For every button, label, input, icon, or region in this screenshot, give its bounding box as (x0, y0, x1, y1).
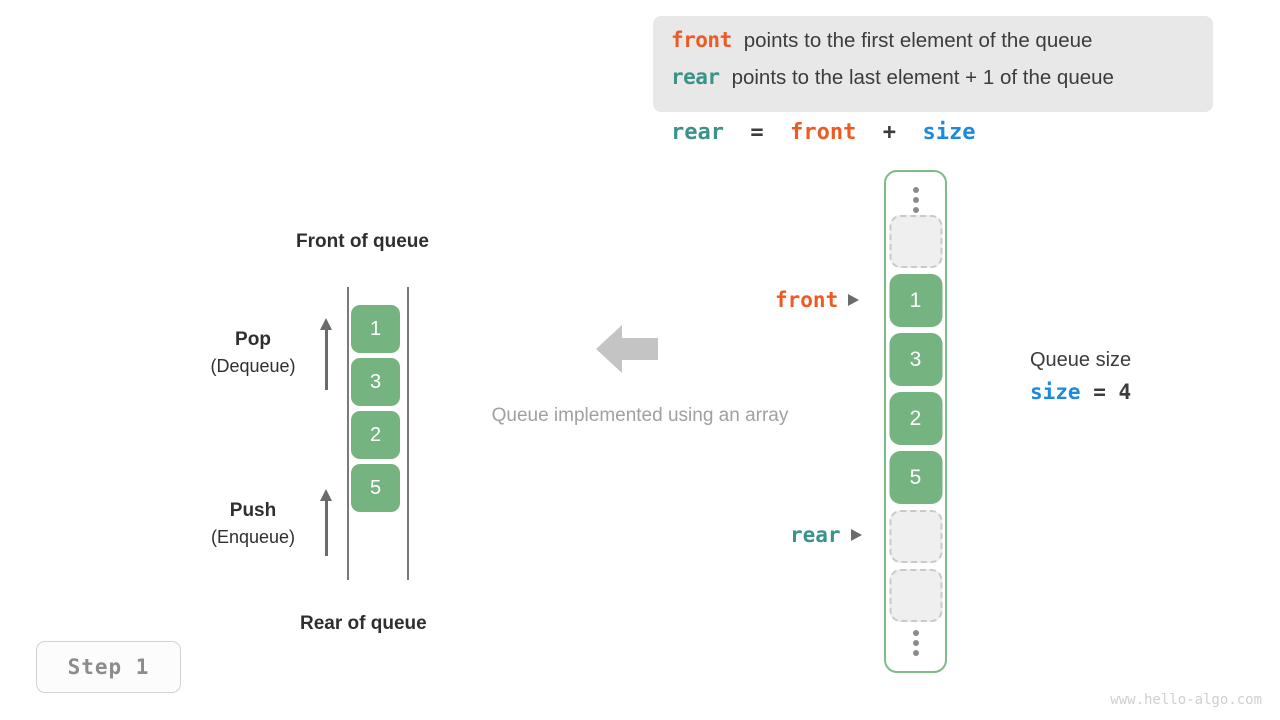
size-variable: size (1030, 380, 1081, 404)
array-container: 1 3 2 5 (884, 170, 947, 673)
dot (912, 640, 919, 646)
size-value: 4 (1118, 380, 1132, 404)
queue-channel-line-right (407, 287, 409, 580)
queue-cell-list: 1 3 2 5 (351, 305, 400, 517)
formula-plus: + (882, 120, 897, 145)
pop-label-sub: (Dequeue) (210, 356, 296, 376)
step-badge: Step 1 (36, 641, 181, 693)
ellipsis-bottom-icon (912, 630, 919, 656)
legend-keyword-front: front (671, 28, 732, 52)
watermark: www.hello-algo.com (1110, 692, 1262, 708)
queue-cell: 3 (351, 358, 400, 406)
rear-of-queue-label: Rear of queue (300, 613, 427, 634)
dot (912, 650, 919, 656)
legend-keyword-rear: rear (671, 65, 720, 89)
ellipsis-top-icon (912, 187, 919, 213)
array-slot-filled: 5 (889, 451, 942, 504)
pop-arrow-shaft (324, 328, 328, 390)
size-equals: = (1093, 380, 1106, 404)
front-pointer-arrow-icon (848, 294, 860, 306)
dot (912, 630, 919, 636)
legend-box: front points to the first element of the… (653, 16, 1213, 112)
array-slot-empty (889, 569, 942, 622)
dot (912, 197, 919, 203)
legend-text-rear: points to the last element + 1 of the qu… (731, 66, 1114, 89)
queue-cell: 1 (351, 305, 400, 353)
formula-equals: = (750, 120, 764, 145)
push-arrow-shaft (324, 499, 328, 556)
array-slot-empty (889, 510, 942, 563)
queue-channel-line-left (347, 287, 349, 580)
legend-line-front: front points to the first element of the… (671, 28, 1195, 65)
rear-pointer-label: rear (790, 523, 862, 547)
dot (912, 207, 919, 213)
legend-text-front: points to the first element of the queue (743, 29, 1093, 52)
formula-rhs-front: front (790, 120, 857, 145)
center-caption: Queue implemented using an array (491, 405, 789, 426)
pop-arrow-head (320, 318, 332, 330)
array-slot-filled: 1 (889, 274, 942, 327)
formula-rhs-size: size (922, 120, 976, 145)
front-pointer-label: front (775, 288, 860, 312)
push-arrow-head (320, 489, 332, 501)
dot (912, 187, 919, 193)
array-slot-empty (889, 215, 942, 268)
queue-size-expression: size = 4 (1030, 376, 1131, 408)
front-of-queue-label: Front of queue (296, 231, 429, 252)
push-label-name: Push (229, 500, 277, 521)
push-up-arrow-icon (318, 489, 334, 556)
queue-cell: 2 (351, 411, 400, 459)
array-slot-filled: 2 (889, 392, 942, 445)
queue-size-title: Queue size (1030, 349, 1132, 371)
formula-expression: rear = front + size (671, 120, 975, 145)
pop-operation-label: Pop (Dequeue) (173, 327, 333, 379)
formula-lhs: rear (671, 120, 724, 145)
push-label-sub: (Enqueue) (210, 527, 296, 547)
legend-line-rear: rear points to the last element + 1 of t… (671, 65, 1195, 102)
queue-cell: 5 (351, 464, 400, 512)
rear-pointer-text: rear (790, 523, 841, 547)
array-slot-filled: 3 (889, 333, 942, 386)
left-arrow-icon (596, 323, 658, 380)
pop-up-arrow-icon (318, 318, 334, 390)
front-pointer-text: front (775, 288, 839, 312)
array-slot-list: 1 3 2 5 (889, 215, 942, 628)
pop-label-name: Pop (235, 329, 271, 350)
rear-pointer-arrow-icon (850, 529, 862, 541)
queue-size-info: Queue size size = 4 (1030, 344, 1131, 408)
push-operation-label: Push (Enqueue) (173, 498, 333, 550)
